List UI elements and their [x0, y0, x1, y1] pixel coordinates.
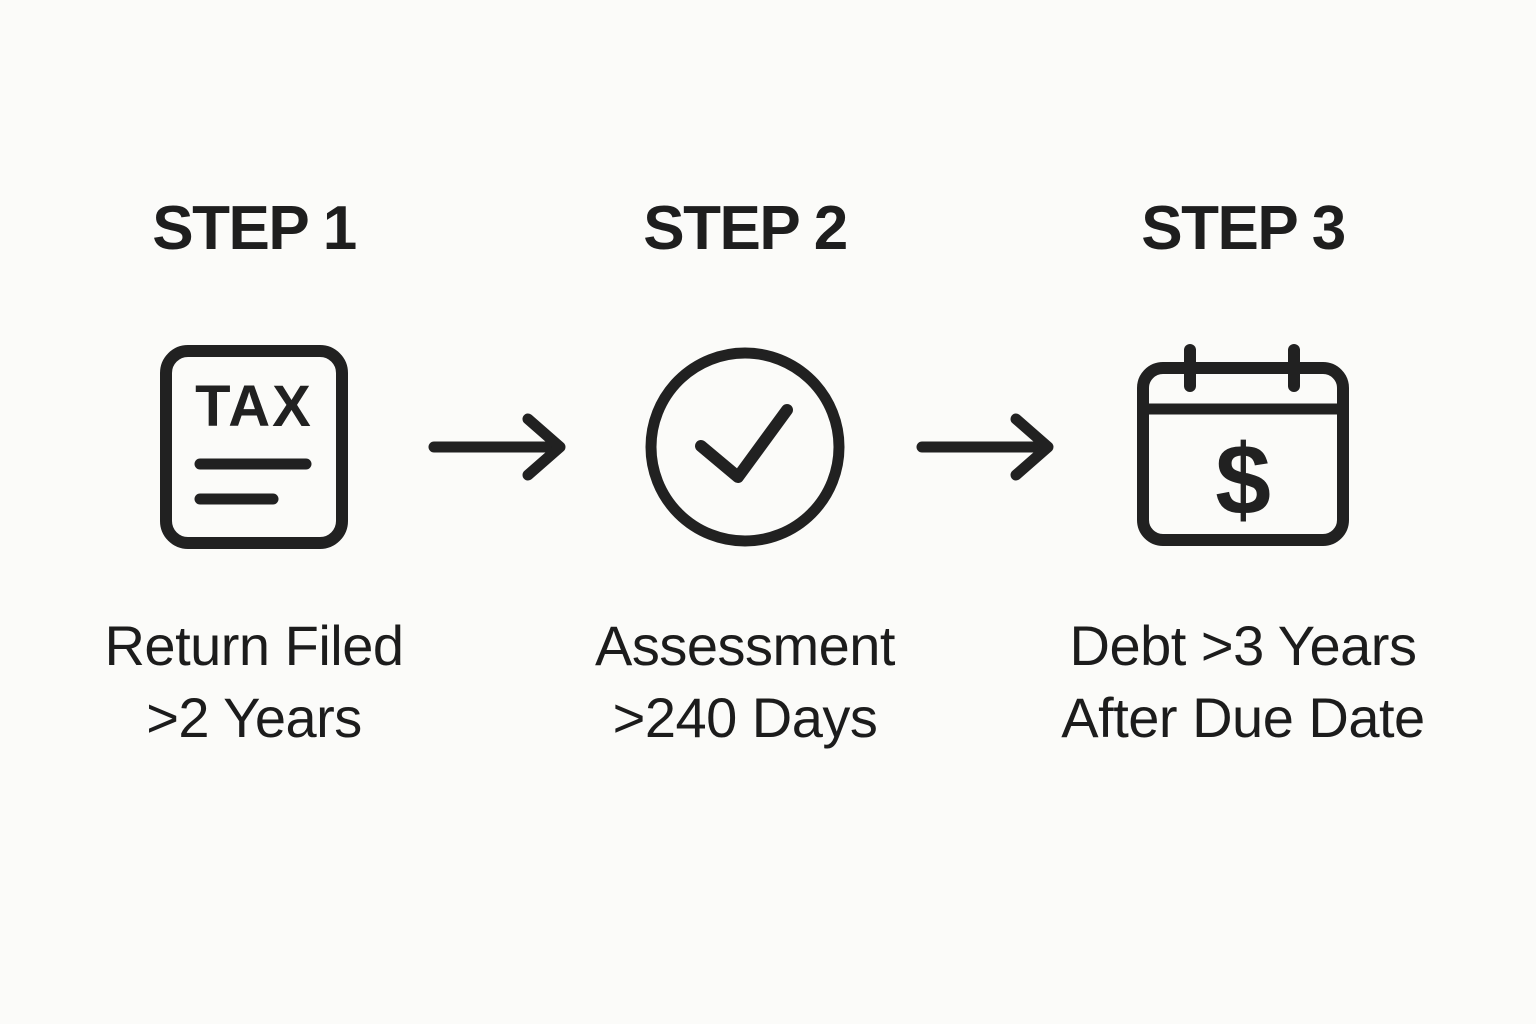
step-1-label: Return Filed >2 Years — [104, 610, 404, 754]
step-2-label-line1: Assessment — [595, 614, 896, 677]
check-circle-icon — [645, 347, 845, 547]
step-3-label: Debt >3 Years After Due Date — [1061, 610, 1425, 754]
step-2-title: STEP 2 — [643, 194, 848, 263]
step-1-label-line2: >2 Years — [146, 686, 362, 749]
arrow-right-icon — [428, 413, 566, 481]
calendar-dollar-icon: $ — [1137, 344, 1349, 546]
tax-document-icon: TAX — [160, 345, 348, 549]
step-3-icon-area: $ — [1136, 342, 1350, 552]
step-1-title: STEP 1 — [152, 194, 357, 263]
step-2-label-line2: >240 Days — [612, 686, 878, 749]
step-2-label: Assessment >240 Days — [595, 610, 896, 754]
step-1-label-line1: Return Filed — [104, 614, 404, 677]
step-3-column: STEP 3 $ Debt >3 Years After Due Date — [1043, 196, 1443, 754]
dollar-sign-text: $ — [1215, 424, 1271, 536]
step-1-icon-area: TAX — [159, 342, 349, 552]
tax-icon-text: TAX — [195, 374, 313, 439]
step-3-label-line1: Debt >3 Years — [1069, 614, 1417, 677]
arrow-right-icon — [916, 413, 1054, 481]
step-3-label-line2: After Due Date — [1061, 686, 1425, 749]
step-1-column: STEP 1 TAX Return Filed >2 Years — [54, 196, 454, 754]
step-3-title: STEP 3 — [1141, 194, 1346, 263]
step-2-icon-area — [645, 342, 845, 552]
step-2-column: STEP 2 Assessment >240 Days — [545, 196, 945, 754]
